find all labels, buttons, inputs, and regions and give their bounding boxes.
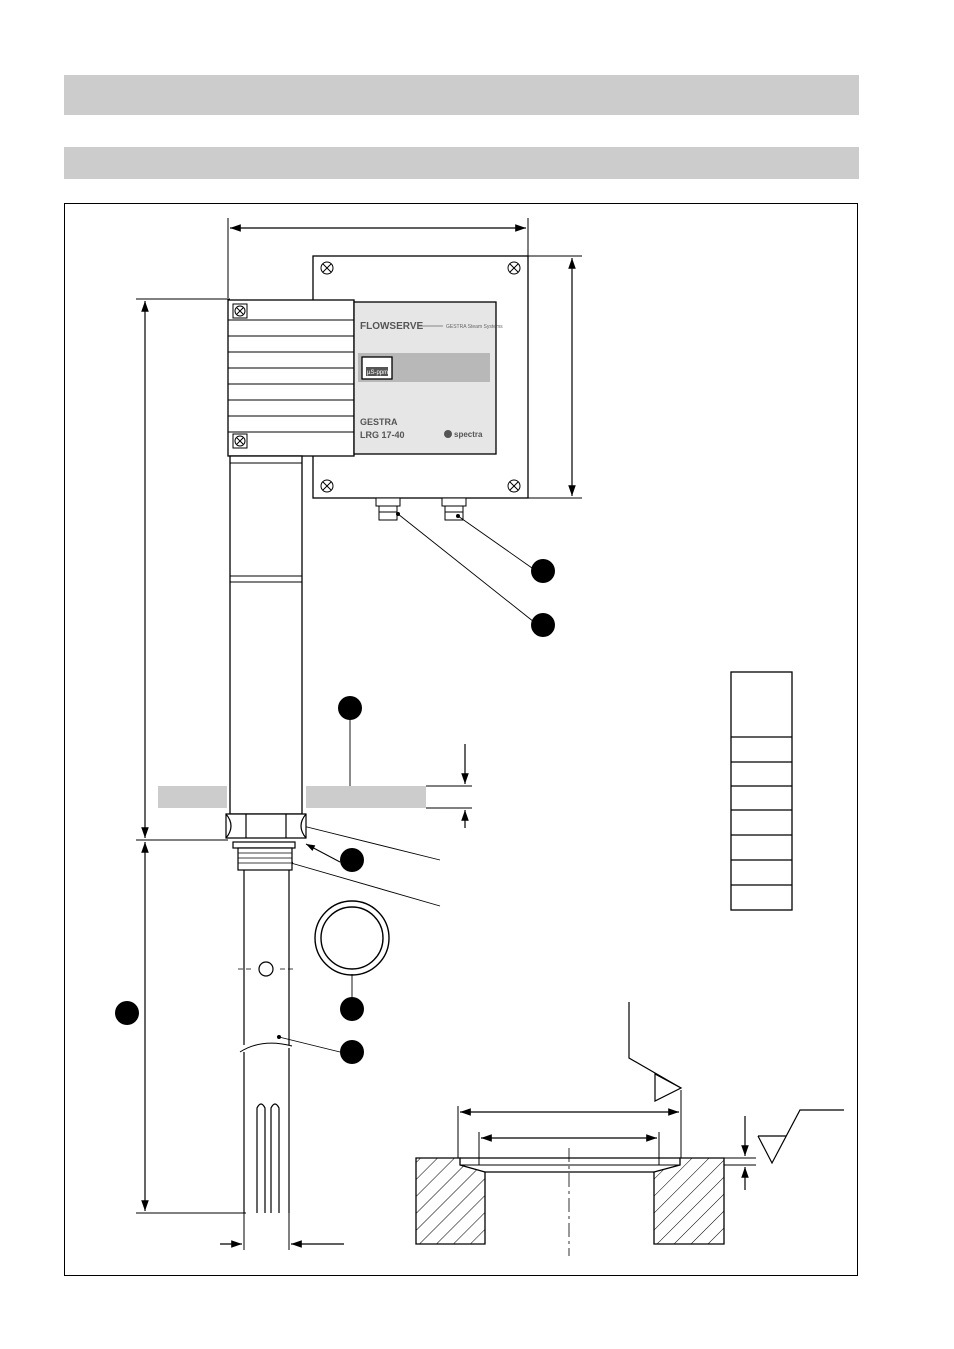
dimension-top-width [227, 218, 529, 298]
section-header-bar [64, 75, 859, 115]
subsection-header-bar [64, 147, 859, 179]
dimension-housing-height [528, 255, 582, 499]
hex-nut [225, 813, 307, 839]
callout-markers [115, 559, 774, 1064]
insulation-band [158, 786, 426, 808]
dimension-insertion-length [136, 842, 246, 1214]
surface-finish-symbol [628, 1002, 683, 1102]
thread-section [232, 841, 296, 871]
label-panel: FLOWSERVE GESTRA Steam Systems µS-ppm GE… [353, 301, 503, 455]
brand-logo: FLOWSERVE [360, 321, 423, 332]
leader-lines [278, 513, 535, 1053]
callout-marker [115, 1001, 139, 1025]
callout-marker [340, 1040, 364, 1064]
partner-logo: spectra [454, 430, 483, 439]
brand-subtitle: GESTRA Steam Systems [446, 324, 503, 330]
callout-marker [531, 559, 555, 583]
screw-icon [320, 479, 334, 493]
electrode-body [229, 455, 303, 815]
callout-marker [340, 997, 364, 1021]
spec-table [730, 671, 793, 911]
dimension-port-inner [478, 1132, 660, 1165]
screw-icon [232, 433, 248, 449]
screw-icon [507, 479, 521, 493]
measuring-rod [238, 870, 294, 1213]
partner-logo-icon [444, 430, 452, 438]
screw-icon [232, 303, 248, 319]
screw-icon [507, 261, 521, 275]
screw-icon [320, 261, 334, 275]
cable-gland-left [375, 497, 401, 521]
dimension-insulation-thickness [426, 744, 472, 828]
finned-head [227, 299, 355, 457]
callout-marker [531, 613, 555, 637]
cable-gland-right [441, 497, 467, 521]
callout-marker [338, 696, 362, 720]
model-label: LRG 17-40 [360, 430, 405, 440]
dimension-body-height [136, 298, 230, 841]
dimension-rod-diameter [220, 1213, 344, 1250]
callout-marker [340, 848, 364, 872]
drawing-frame [64, 203, 858, 1276]
surface-finish-symbol-right [757, 1109, 844, 1165]
dimension-recess-depth [724, 1116, 756, 1190]
display-label: µS-ppm [367, 370, 388, 376]
sealing-ring [314, 900, 390, 976]
dimension-port-outer [457, 1090, 682, 1158]
leader-dots [277, 512, 460, 1039]
maker-label: GESTRA [360, 417, 398, 427]
seal-pointer-arrow [305, 843, 341, 863]
mounting-port-section [415, 1148, 725, 1256]
